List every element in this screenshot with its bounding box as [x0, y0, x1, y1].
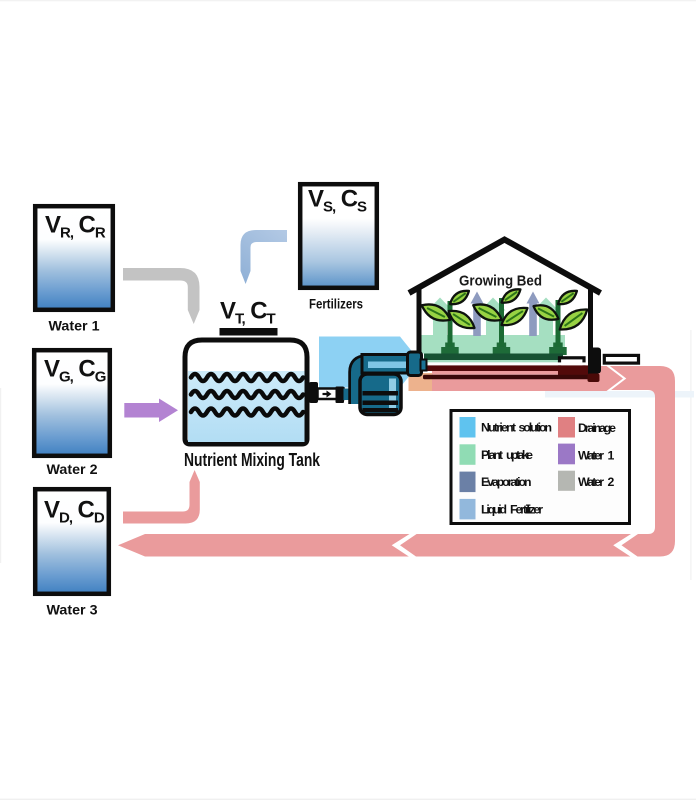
svg-text:Drainage: Drainage — [578, 421, 616, 435]
svg-text:Liquid: Liquid — [481, 503, 507, 517]
svg-text:2: 2 — [608, 475, 615, 489]
svg-text:Water 1: Water 1 — [49, 319, 101, 334]
svg-text:Water: Water — [578, 449, 604, 463]
svg-text:Water 2: Water 2 — [47, 462, 98, 477]
svg-text:Fertilizer: Fertilizer — [510, 503, 543, 517]
svg-text:Evaporation: Evaporation — [481, 475, 532, 489]
svg-text:Growing Bed: Growing Bed — [459, 273, 542, 290]
svg-text:solution: solution — [519, 421, 553, 435]
svg-text:Plant: Plant — [481, 448, 503, 462]
svg-text:Nutrient Mixing Tank: Nutrient Mixing Tank — [184, 450, 321, 470]
svg-text:Fertilizers: Fertilizers — [309, 297, 363, 312]
svg-text:uptake: uptake — [506, 448, 533, 462]
svg-text:Nutrient: Nutrient — [481, 421, 516, 435]
svg-text:Water 3: Water 3 — [47, 603, 99, 618]
svg-text:Water: Water — [578, 475, 604, 489]
svg-text:1: 1 — [608, 449, 615, 463]
